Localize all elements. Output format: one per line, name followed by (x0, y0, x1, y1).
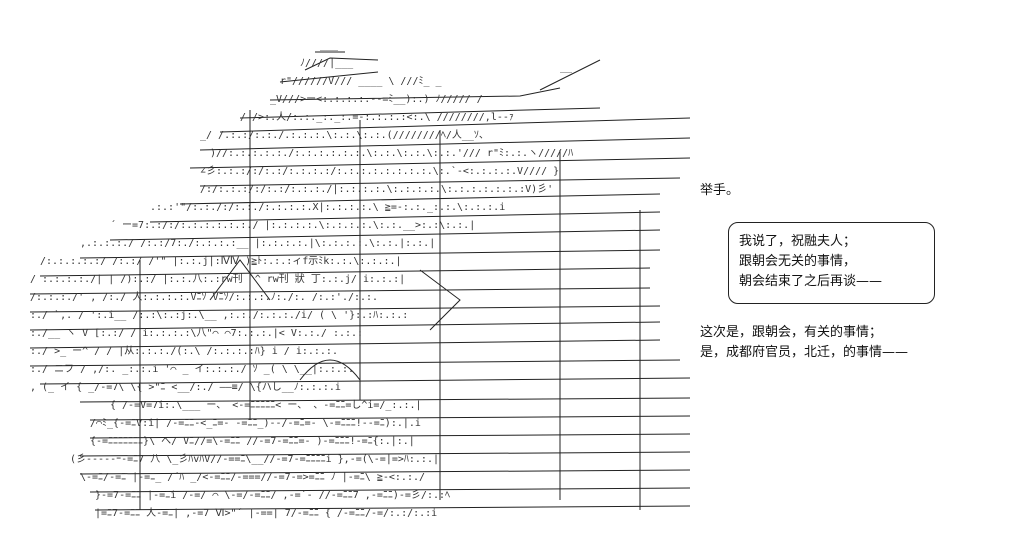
svg-text:∠彡:.:.:/:/:.:/:.:.:.:/:.:.:.:.: ∠彡:.:.:/:/:.:/:.:.:.:/:.:.:.:.:.:.:.:.\:… (200, 165, 559, 177)
svg-text:/:.:.:./' , /:./ 人:.:.:.:.V: /:.:.:./' , /:./ 人:.:.:.:.Vﾆｿ Vﾆｿ/:.:.:.… (30, 291, 378, 303)
svg-text:.:.:'"/:.:./:/:.:./:.:.:.:.X|:: .:.:'"/:.:./:/:.:./:.:.:.:.X|:.:.:.:.\ ≧… (150, 202, 505, 213)
svg-text:´ ー=7:.:/:/:.:.:.:.:.:./ |:.:.: ´ ー=7:.:/:/:.:.:.:.:.:./ |:.:.:.:.\:.:.:… (110, 219, 475, 231)
svg-text::./__ ヽ V [:.:/ / i:.:.:.:\八: :./__ ヽ V [:.:/ / i:.:.:.:\八"⌒ ⌒7:.:.:.|… (30, 328, 363, 339)
svg-text:{ /-=V=7i:.\___ ー、 <-=ﾆﾆﾆﾆﾆ<: { /-=V=7i:.\___ ー、 <-=ﾆﾆﾆﾆﾆ< ー、 、-=ﾆﾆ=し^… (110, 399, 422, 411)
svg-text:|=ﾆ7-=ﾆﾆ 人-=ﾆ| ,-=7 Ⅵ>"´ |-: |=ﾆ7-=ﾆﾆ 人-=ﾆ| ,-=7 Ⅵ>"´ |-==| 7/-=ﾆﾆ { … (95, 507, 437, 519)
raise-hand-text: 举手。 (700, 183, 740, 198)
svg-text:\-=ﾆ/-=ﾆ |-=ﾆ_ /´ﾊ _/<-=ﾆﾆ/-=: \-=ﾆ/-=ﾆ |-=ﾆ_ /´ﾊ _/<-=ﾆﾆ/-===//-=7-=>=… (80, 471, 425, 483)
svg-text::./ ニフ / ,/:. _:.:.i '⌒ _: :./ ニフ / ,/:. _:.:.i '⌒ _ イ:.:.:./ ｿ _( … (30, 364, 354, 375)
svg-text:/:.:.:.:.:/ /:.:/ /'" |:.:.j|: /:.:.:.:.:/ /:.:/ /'" |:.:.j|:ⅣⅣ )≧ﾄ:.:.… (40, 256, 402, 267)
svg-text:/:/:.:.:/:/:.:/:.:.:./|:.:.:.:: /:/:.:.:/:/:.:/:.:.:./|:.:.:.:.\:.:.:.:.… (200, 184, 553, 195)
svg-text:/⌒ﾐ_{-=ﾆV:i| /-=ﾆﾆ-<_ﾆ=- -=ﾆ: /⌒ﾐ_{-=ﾆV:i| /-=ﾆﾆ-<_ﾆ=- -=ﾆﾆ_)--/-=ﾆ=- … (90, 418, 421, 429)
svg-text:/ :.:.:.:./| | /):.:/ |:.:.八: / :.:.:.:./| | /):.:/ |:.:.八:.:rw刊 `^ rw… (30, 272, 405, 285)
svg-text:(彡-----ｰ-=ﾆ7 八 \_彡ﾊvﾊV//-==ﾆ\_: (彡-----ｰ-=ﾆ7 八 \_彡ﾊvﾊV//-==ﾆ\__//-=7-=ﾆﾆ… (70, 454, 439, 465)
bubble-line-2: 跟朝会无关的事情， (739, 254, 857, 269)
speech-bubble: 我说了，祝融夫人； 跟朝会无关的事情， 朝会结束了之后再谈—— (728, 222, 935, 304)
bubble-line-3: 朝会结束了之后再谈—— (739, 274, 883, 289)
svg-text::./ >_ ー^ / / |从:.:.:./(:.\: :./ >_ ー^ / / |从:.:.:./(:.\ /:.:.:.:ﾊ} i… (30, 346, 338, 357)
svg-text:_V///>ー<:.:.:.:.--=ﾐ__):.) ﾉ/: _V///>ー<:.:.:.:.--=ﾐ__):.) ﾉ///// / (270, 94, 483, 105)
svg-text:/ />:.人/:.:._:._:.=-:.:.:.:<:.: / />:.人/:.:._:._:.=-:.:.:.:<:.\ ////////… (240, 111, 514, 123)
svg-text:ﾉ////|___: ﾉ////|___ (300, 58, 354, 69)
note-line-2: 是，成都府官员，北迁，的事情—— (700, 345, 909, 360)
svg-text:_/ /.:.:/:.:./.:.:.:.\:.:.\:.:: _/ /.:.:/:.:./.:.:.:.\:.:.\:.:.(////////… (200, 129, 489, 141)
svg-text:__: __ (560, 62, 573, 73)
ascii-art-icon: ___ ﾉ////|___ __ r"//////V/// ____ \ ///… (29, 40, 691, 519)
bubble-line-1: 我说了，祝融夫人； (739, 234, 857, 249)
svg-text::./ `,. / ':.i__ /:.:\:.:j:.: :./ `,. / ':.i__ /:.:\:.:j:.\__ ,:.:./:.… (30, 309, 408, 321)
svg-text:{-=ﾆﾆﾆﾆﾆﾆﾆ}\ へ/ Vﾆ//=\-=ﾆﾆ //: {-=ﾆﾆﾆﾆﾆﾆﾆ}\ へ/ Vﾆ//=\-=ﾆﾆ //-=7-=ﾆﾆ=- )… (90, 436, 415, 447)
note-line-1: 这次是，跟朝会，有关的事情； (700, 325, 883, 340)
svg-text:___: ___ (320, 40, 339, 51)
svg-text:)//:.:.:.:.:./:.:.:.:.:.:.\:.:: )//:.:.:.:.:./:.:.:.:.:.:.\:.:.\:.:.\:.:… (210, 148, 573, 159)
svg-text:r"//////V/// ____ \: r"//////V/// ____ \ ///ﾐ_ _ (280, 76, 443, 87)
svg-text:}-=7-=ﾆﾆ |-=ﾆi /-=/ ⌒ \-=/-=: }-=7-=ﾆﾆ |-=ﾆi /-=/ ⌒ \-=/-=ﾆﾆ/ ,-=´- //… (95, 489, 450, 501)
svg-text:, (_ イ { _/-=7\ \{ >"ﾆ: , (_ イ { _/-=7\ \{ >"ﾆ <__/:./ ——≡/ \{ハし… (30, 381, 341, 393)
svg-text:,.:.:.:./ /:.:/7:./:.:.:.:__: ,.:.:.:./ /:.:/7:./:.:.:.:__ |:.:.:.:.|\… (80, 238, 435, 249)
ascii-art-illustration: ___ ﾉ////|___ __ r"//////V/// ____ \ ///… (29, 40, 691, 519)
